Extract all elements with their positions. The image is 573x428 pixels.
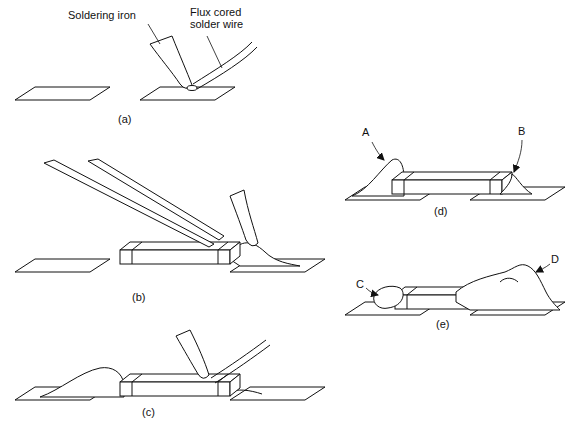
panel-label: (c) bbox=[142, 406, 155, 418]
panel-label: (e) bbox=[436, 318, 449, 330]
callout-letter: B bbox=[518, 125, 525, 137]
callout-letter: A bbox=[362, 126, 369, 138]
part-name: Flux cored solder wire bbox=[190, 6, 254, 30]
part-name: Soldering iron bbox=[68, 9, 136, 21]
panel-e bbox=[345, 264, 565, 315]
panel-c bbox=[15, 330, 325, 400]
panel-b bbox=[15, 159, 325, 272]
callout-letter: D bbox=[551, 253, 559, 265]
panel-d bbox=[345, 140, 565, 200]
panel-label: (b) bbox=[132, 291, 145, 303]
callout-letter: C bbox=[356, 278, 364, 290]
panel-label: (d) bbox=[434, 205, 447, 217]
panel-a bbox=[15, 24, 257, 100]
panel-label: (a) bbox=[118, 113, 131, 125]
